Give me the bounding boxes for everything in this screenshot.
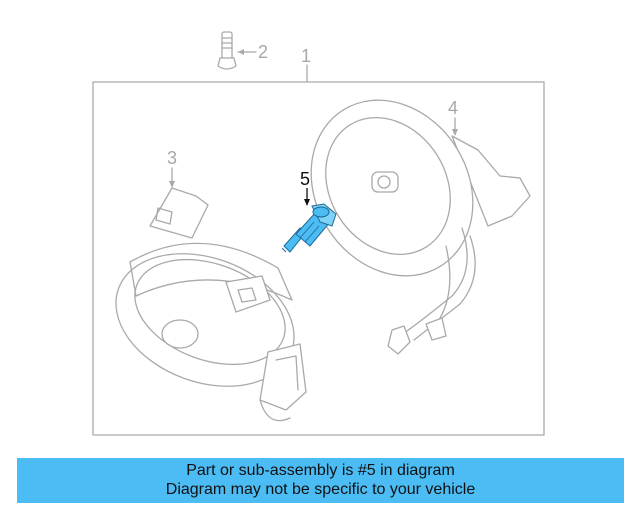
fog-lamp-housing-part	[115, 187, 307, 422]
callout-3-label: 3	[167, 148, 177, 168]
callout-2-arrow	[238, 49, 244, 55]
fog-lamp-bulb-part	[281, 203, 337, 253]
banner-line-2: Diagram may not be specific to your vehi…	[165, 481, 476, 498]
banner-line-1: Part or sub-assembly is #5 in diagram	[186, 462, 455, 479]
assembly-frame	[92, 81, 545, 436]
callout-2-label: 2	[258, 42, 268, 62]
info-banner: Part or sub-assembly is #5 in diagram Di…	[17, 458, 624, 503]
callout-3-arrow	[169, 181, 175, 188]
callout-1-label: 1	[301, 46, 311, 66]
bolt-part	[217, 31, 237, 70]
callout-5-label: 5	[300, 169, 310, 189]
exploded-parts-diagram: 1 2 3	[92, 31, 545, 436]
callout-4-arrow	[452, 129, 458, 136]
reflector-assembly-part	[310, 99, 531, 355]
callout-5-arrow	[304, 199, 310, 206]
callout-4-label: 4	[448, 98, 458, 118]
